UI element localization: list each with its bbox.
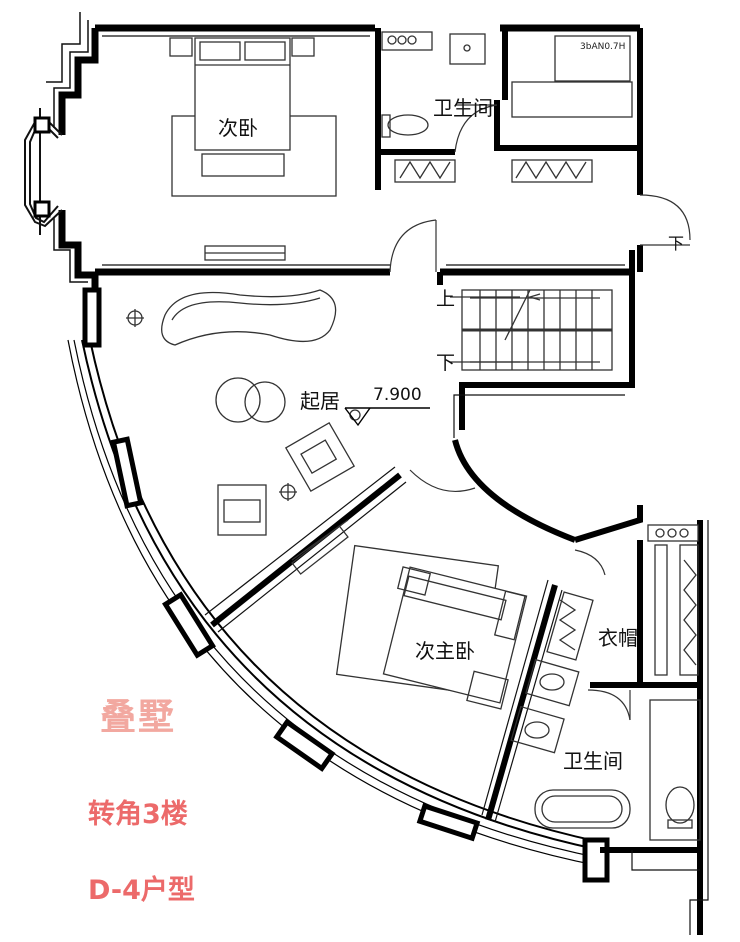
doors xyxy=(389,104,691,721)
elevation-label: 7.900 xyxy=(373,385,422,405)
room-label-bedroom-2: 次卧 xyxy=(218,116,258,140)
bay-window xyxy=(24,108,63,235)
stair-up-label: 上 xyxy=(436,288,456,310)
staircase xyxy=(450,289,613,371)
room-label-bathroom-bottom: 卫生间 xyxy=(563,749,623,773)
wall-outlines xyxy=(102,35,709,935)
outer-steps xyxy=(46,12,89,283)
room-label-closet: 衣帽 xyxy=(598,626,638,650)
bedroom-2-furniture xyxy=(169,37,337,261)
title-type: D-4户型 xyxy=(88,875,195,906)
door-down-label: 下 xyxy=(668,234,685,253)
title-main: 叠墅 xyxy=(100,697,177,738)
elevation-marker xyxy=(344,407,430,427)
room-label-living: 起居 xyxy=(300,389,340,413)
stair-down-label: 下 xyxy=(436,352,456,374)
room-label-bathroom-top: 卫生间 xyxy=(433,96,493,120)
exterior-walls xyxy=(58,24,640,345)
living-furniture xyxy=(126,289,361,536)
master-furniture xyxy=(291,519,528,710)
bathroom-bottom-fixtures xyxy=(510,658,701,841)
shower-tag: 3bAN0.7H xyxy=(580,42,626,52)
bathroom-top-fixtures xyxy=(381,31,633,183)
facade-columns xyxy=(82,287,610,883)
closet-fixtures xyxy=(546,524,699,676)
room-label-master: 次主卧 xyxy=(415,639,475,663)
title-floor: 转角3楼 xyxy=(88,799,188,830)
